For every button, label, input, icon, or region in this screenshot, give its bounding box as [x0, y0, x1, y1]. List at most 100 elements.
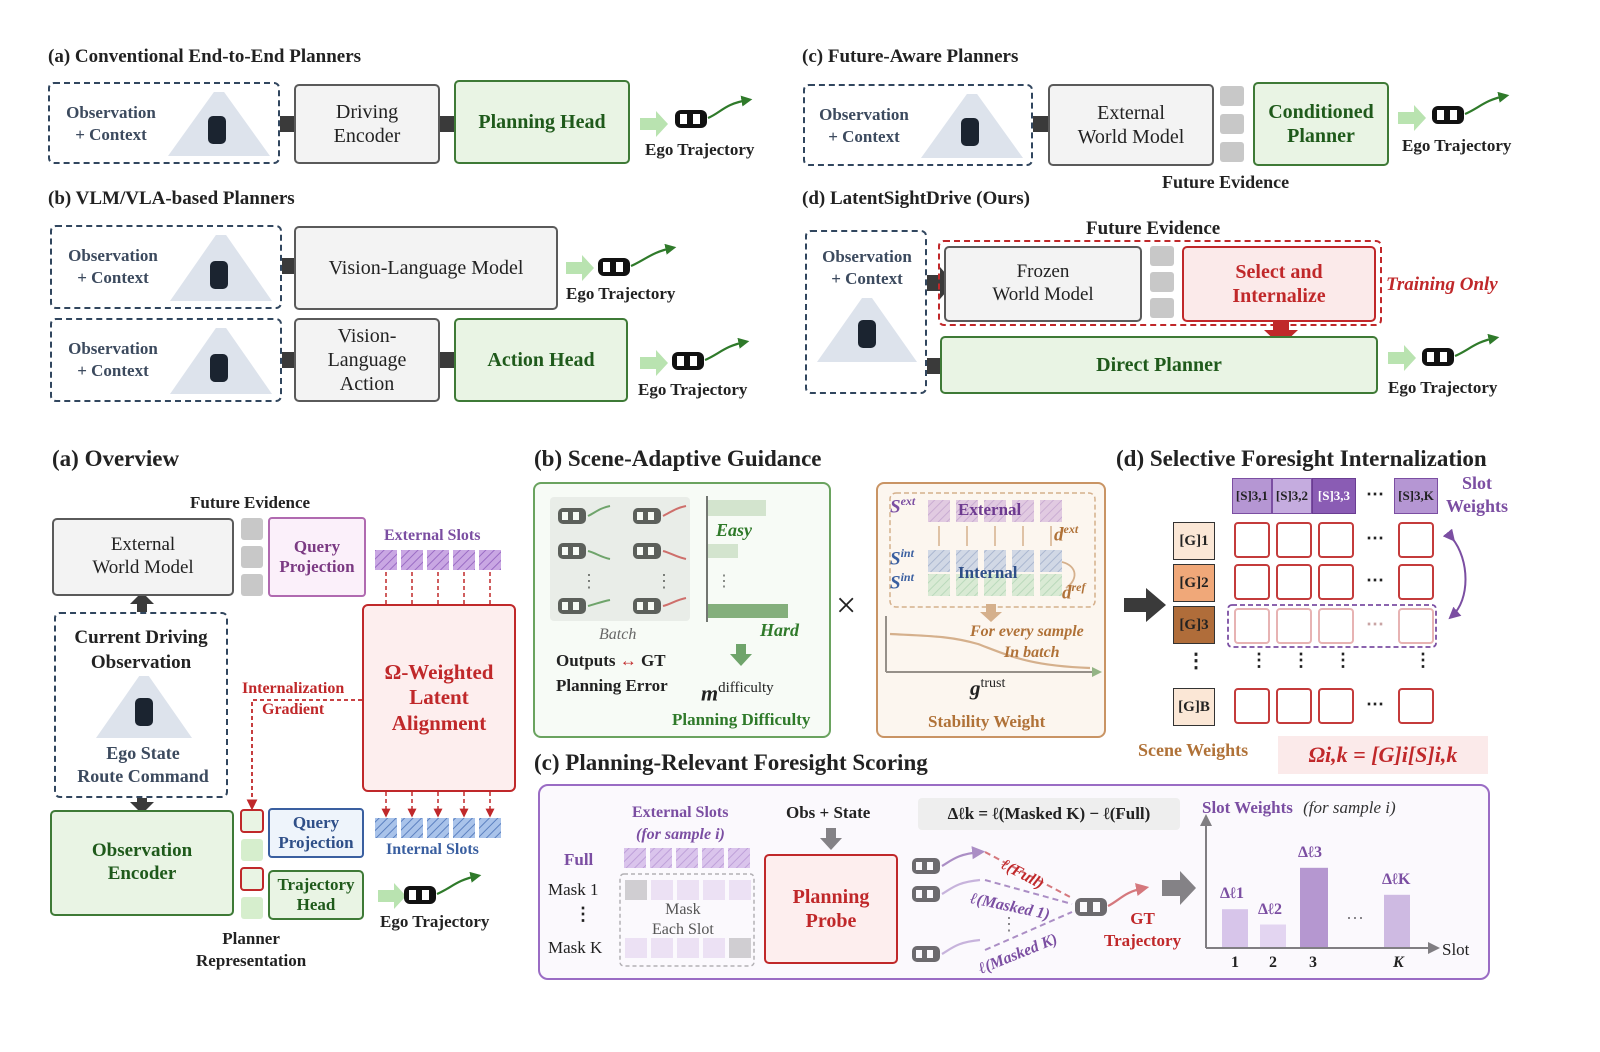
hard-label: Hard [760, 620, 800, 640]
future-evidence-overview: Future Evidence [190, 493, 311, 512]
car-icon [135, 698, 153, 726]
d-ref-symbol: dref [1062, 580, 1086, 604]
title-guidance: (b) Scene-Adaptive Guidance [534, 446, 822, 471]
slot-weights-chart-title: Slot Weights (for sample i) [1202, 798, 1396, 817]
g-trust: gtrust [970, 676, 1006, 700]
omega-cell [1234, 564, 1270, 600]
full-label: Full [564, 850, 594, 869]
training-only: Training Only [1386, 274, 1498, 295]
mid-bar [708, 544, 738, 558]
row-ellipsis: ⋯ [1366, 570, 1384, 590]
omega-cell [1276, 522, 1312, 558]
x-tick-label: 3 [1309, 954, 1317, 971]
omega-cell [1276, 688, 1312, 724]
slot-header-1: [S]3,1 [1232, 478, 1272, 514]
obs-label: Observation [66, 103, 156, 122]
scene-weight-3: [G]3 [1173, 606, 1215, 644]
trajectory-curves [436, 91, 1510, 896]
context-label: + Context [75, 125, 147, 145]
omega-cell [1318, 522, 1354, 558]
future-evidence-c: Future Evidence [1162, 172, 1290, 192]
s-ext-symbol: Sext [890, 494, 916, 518]
outputs-gt: Outputs ↔ GT [556, 651, 666, 670]
vdots: ⋮ [655, 571, 673, 591]
omega-cell [1318, 564, 1354, 600]
evidence-tokens [241, 518, 263, 596]
training-region [938, 240, 1382, 326]
action-head: Action Head [454, 318, 628, 402]
omega-cell [1318, 608, 1354, 644]
down-arrow [130, 794, 154, 814]
batch-label: Batch [599, 626, 637, 643]
omega-formula: Ωi,k = [G]i[S]i,k [1278, 736, 1488, 774]
light-green-arrows [378, 105, 1426, 909]
probe-cars [912, 858, 940, 962]
slot-links [381, 572, 495, 818]
title-vlm: (b) VLM/VLA-based Planners [48, 188, 295, 209]
col-vdots: ⋮ [1414, 650, 1432, 670]
row3-highlight [1227, 604, 1437, 648]
scene-weight-1: [G]1 [1173, 522, 1215, 560]
title-scoring: (c) Planning-Relevant Foresight Scoring [534, 750, 928, 775]
s-int-symbol: Sint [890, 546, 914, 570]
x-tick-label: 1 [1231, 954, 1239, 971]
future-evidence-d: Future Evidence [1086, 218, 1221, 239]
x-axis-label: Slot [1442, 940, 1470, 959]
col-vdots: ⋮ [1250, 650, 1268, 670]
maskk-row [625, 938, 751, 958]
slot-header-k: [S]3,K [1394, 478, 1438, 514]
stability-weight: Stability Weight [928, 712, 1046, 731]
ego-cars [404, 106, 1464, 916]
omega-cell [1318, 688, 1354, 724]
batch-panel [550, 497, 690, 621]
for-sample: (for sample i) [636, 826, 725, 843]
bar-value-label: Δℓ3 [1298, 843, 1323, 861]
planning-error: Planning Error [556, 676, 668, 695]
internal-label: Internal [958, 563, 1018, 582]
batch-cars [558, 508, 661, 614]
vdots-scene: ⋮ [1186, 650, 1206, 672]
m-difficulty: mdifficulty [701, 680, 774, 706]
omega-cell [1234, 522, 1270, 558]
scene-weights-label: Scene Weights [1138, 740, 1249, 760]
bar-value-label: Δℓ2 [1258, 900, 1283, 918]
title-overview: (a) Overview [52, 446, 180, 471]
slot-bar-1 [1222, 909, 1248, 947]
title-future-aware: (c) Future-Aware Planners [802, 46, 1019, 67]
car-icon [210, 261, 228, 289]
scene-weight-b: [G]B [1173, 688, 1215, 726]
x-tick-label: 2 [1269, 954, 1277, 971]
omega-cell [1276, 564, 1312, 600]
probe-curves [941, 846, 986, 955]
ego-state: Ego State [106, 743, 180, 763]
planner-rep-tokens [240, 809, 264, 919]
route-command: Route Command [77, 766, 209, 787]
slot-header-2: [S]3,2 [1272, 478, 1312, 514]
external-slots-label: External Slots [384, 527, 481, 544]
easy-bar [708, 500, 766, 516]
title-conventional: (a) Conventional End-to-End Planners [48, 46, 362, 67]
slot-bar-3 [1300, 867, 1328, 947]
row-ellipsis: ⋯ [1366, 694, 1384, 714]
omega-cell [1398, 608, 1434, 644]
d-ext-symbol: dext [1054, 522, 1079, 546]
omega-cell [1234, 608, 1270, 644]
obs-context-d: Observation+ Context [805, 230, 927, 394]
ego-trajectory-c: Ego Trajectory [1402, 136, 1512, 155]
obs-context-b1: Observation+ Context [50, 225, 282, 309]
ego-trajectory-b2: Ego Trajectory [638, 380, 748, 399]
col-vdots: ⋮ [1292, 650, 1310, 670]
